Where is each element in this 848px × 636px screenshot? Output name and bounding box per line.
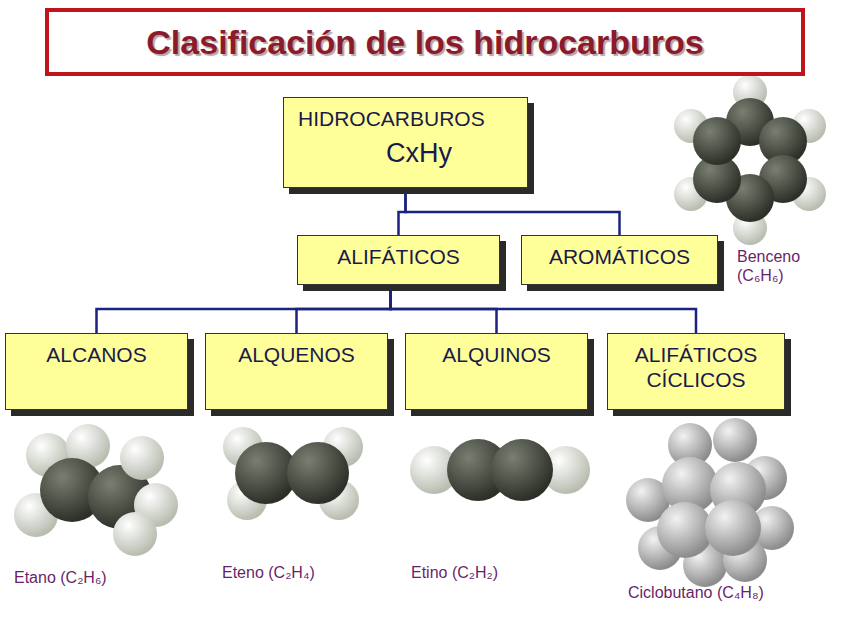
ethene-model [223, 427, 363, 520]
title-text: Clasificación de los hidrocarburos [146, 23, 703, 62]
category-box: ALIFÁTICOS [297, 235, 500, 285]
benzene-model [674, 75, 826, 245]
formula-text: CxHy [298, 137, 517, 169]
box-label: ALCANOS [16, 342, 177, 367]
box-label: ALIFÁTICOS CÍCLICOS [618, 342, 774, 392]
tree-connector [297, 285, 391, 333]
tree-connector [391, 285, 697, 333]
ethane-model [14, 424, 178, 556]
tree-connector [406, 188, 620, 235]
molecule-name: Ciclobutano (C₄H₈) [628, 583, 764, 602]
category-box: ALQUENOS [205, 333, 388, 410]
box-label: ALIFÁTICOS [308, 244, 489, 269]
category-box: ALIFÁTICOS CÍCLICOS [607, 333, 785, 410]
box-label: HIDROCARBUROS [298, 106, 517, 131]
molecule-name: Etino (C₂H₂) [411, 563, 498, 582]
box-label: ALQUENOS [216, 342, 377, 367]
title-frame: Clasificación de los hidrocarburos [45, 8, 805, 76]
molecule-name: Eteno (C₂H₄) [222, 563, 315, 582]
category-box: ALQUINOS [405, 333, 588, 410]
cyclobutane-model [626, 418, 794, 587]
ethyne-model [410, 439, 590, 501]
box-label: AROMÁTICOS [532, 244, 707, 269]
category-box: HIDROCARBUROS CxHy [283, 97, 528, 188]
box-label: ALQUINOS [416, 342, 577, 367]
category-box: AROMÁTICOS [521, 235, 718, 285]
tree-connector [97, 285, 391, 333]
category-box: ALCANOS [5, 333, 188, 410]
molecule-name: Benceno (C₆H₆) [737, 247, 842, 285]
molecule-name: Etano (C₂H₆) [14, 568, 107, 587]
